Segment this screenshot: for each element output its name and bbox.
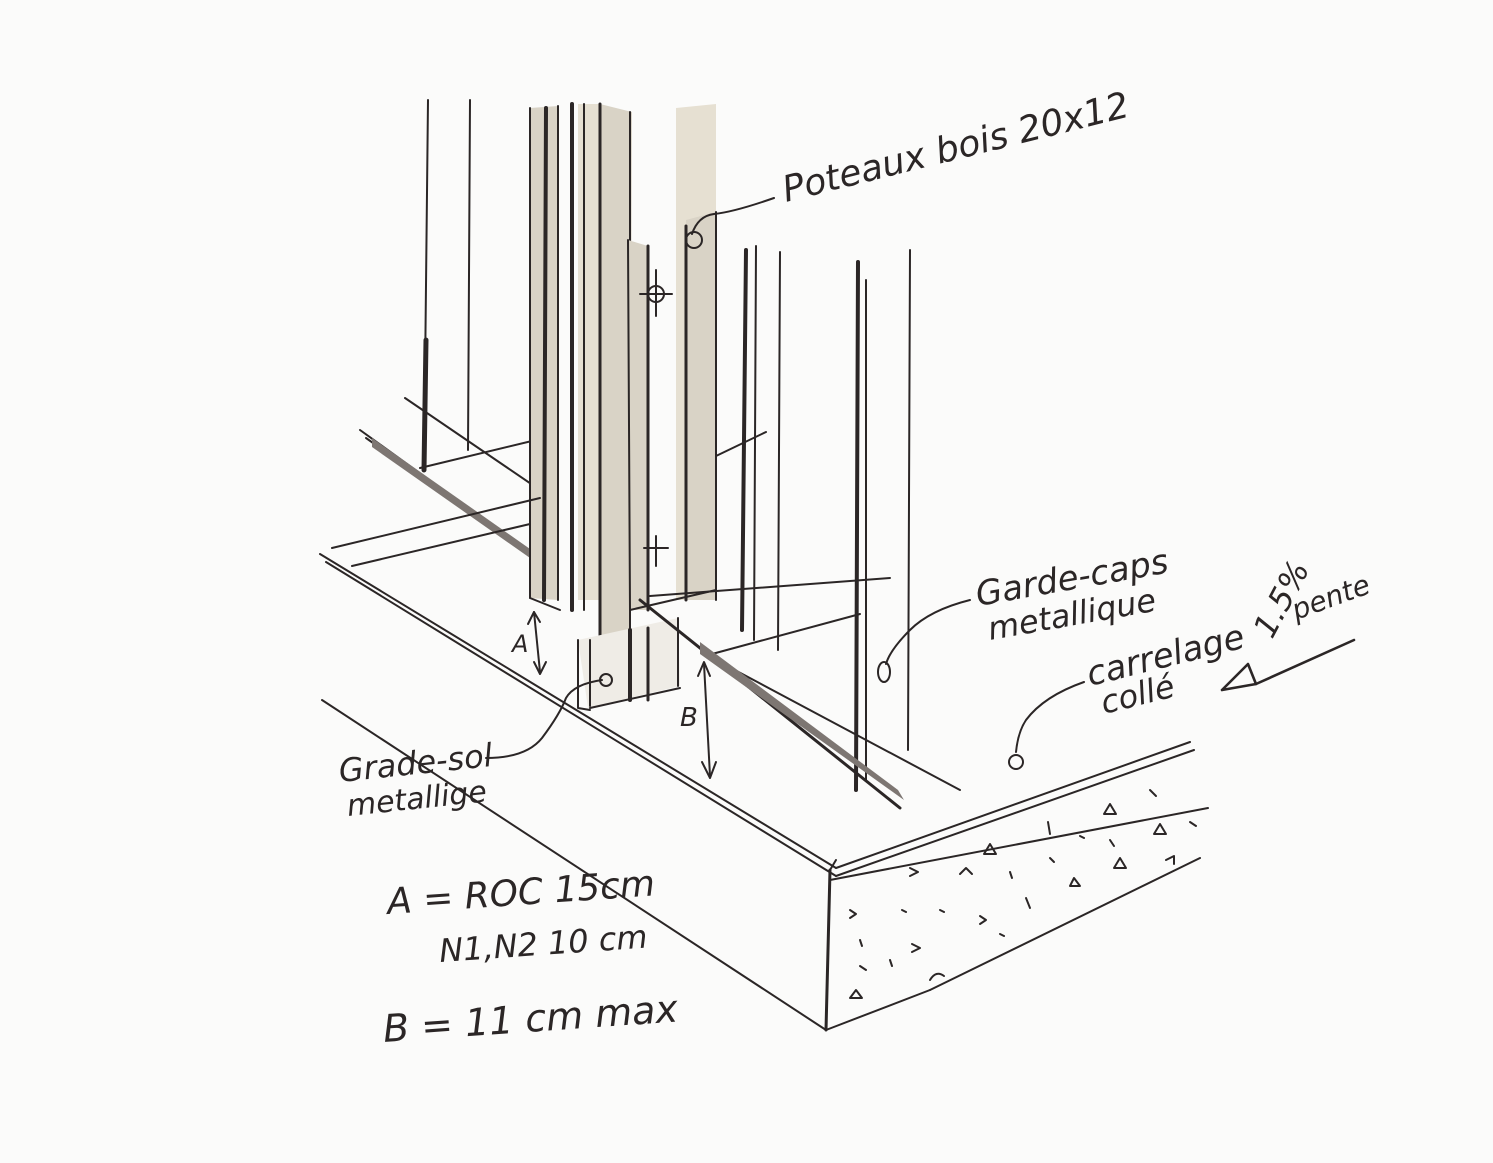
- dimension-a-arrow: [527, 611, 547, 675]
- dimension-b-arrow: [697, 661, 717, 779]
- label-dim-a: A: [510, 630, 528, 658]
- leader-carrelage: [1008, 681, 1085, 770]
- label-dim-b: B: [680, 703, 698, 733]
- note-a-line1: A = ROC 15cm: [384, 863, 656, 923]
- note-a-line2: N1,N2 10 cm: [438, 918, 649, 970]
- timber-post-left: [529, 102, 632, 642]
- centerline-symbols: [639, 269, 673, 567]
- back-wall-lines: [421, 99, 471, 473]
- leader-garde-caps: [877, 599, 971, 683]
- leader-garde-sol: [485, 673, 613, 759]
- slope-symbol: [1220, 638, 1356, 692]
- back-sole-plate: [359, 397, 547, 567]
- right-wall-lines: [715, 245, 911, 792]
- concrete-aggregate-marks: [849, 789, 1197, 999]
- timber-post-right: [627, 104, 717, 612]
- label-poteaux: Poteaux bois 20x12: [778, 85, 1133, 211]
- leader-poteaux: [685, 197, 775, 249]
- metal-ground-guard: [577, 617, 681, 711]
- floor-slab: [319, 497, 1209, 1032]
- note-b: B = 11 cm max: [382, 986, 680, 1051]
